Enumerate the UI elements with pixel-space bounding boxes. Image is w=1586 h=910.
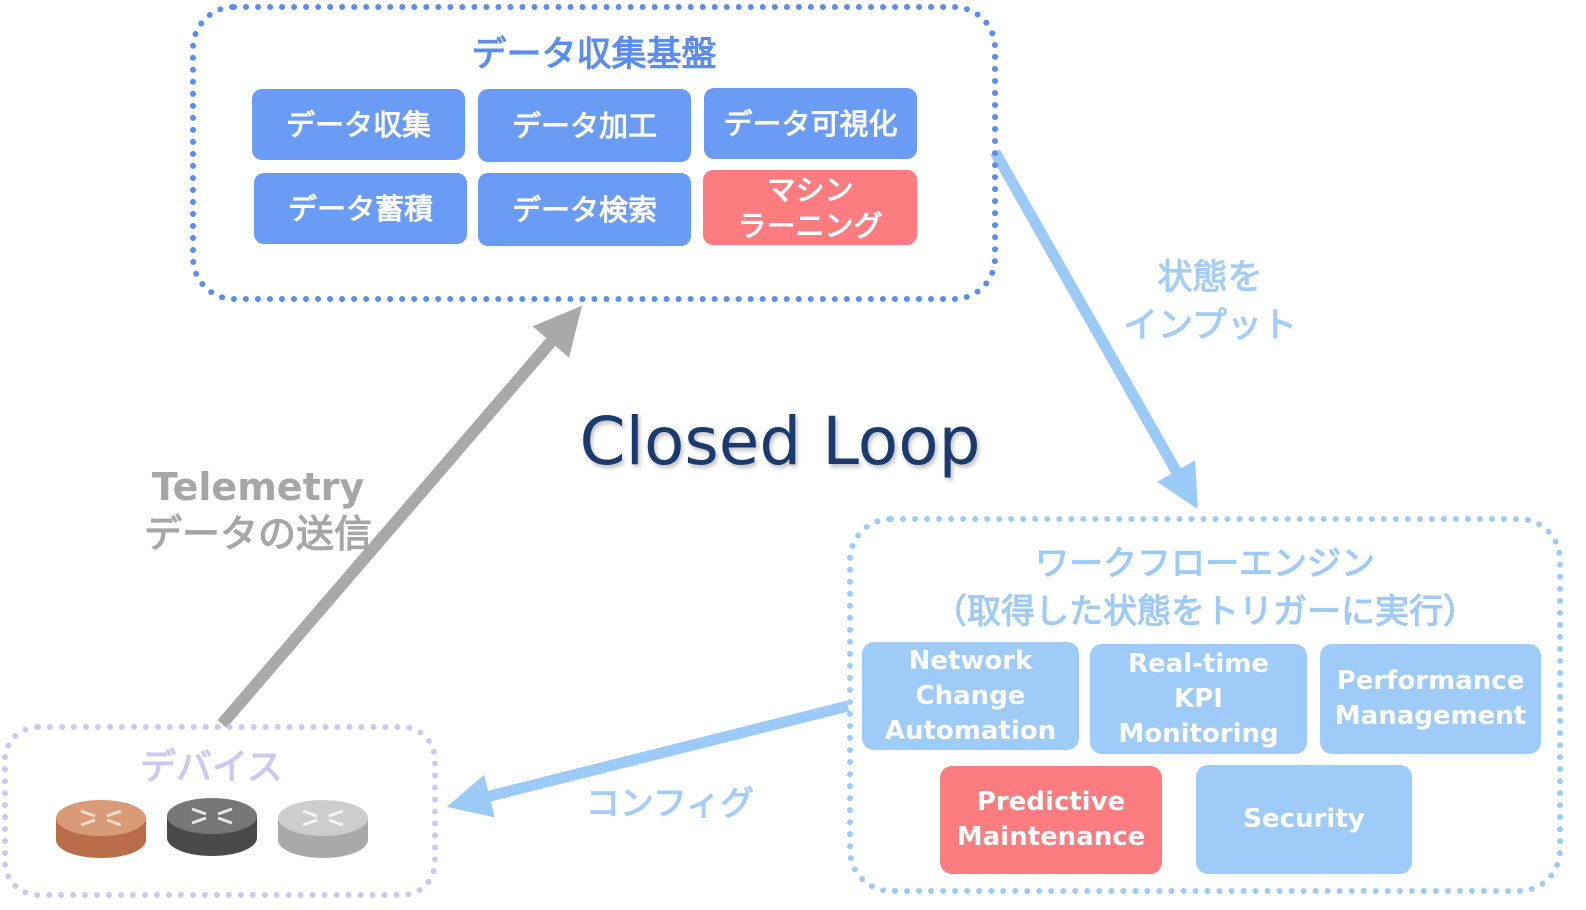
devices-group [2, 724, 438, 898]
module-data-collection[interactable]: データ収集 [252, 89, 465, 160]
module-network-change-automation[interactable]: Network Change Automation [862, 642, 1079, 750]
module-security[interactable]: Security [1196, 765, 1412, 874]
module-predictive-maintenance[interactable]: Predictive Maintenance [940, 766, 1162, 874]
module-data-visualization[interactable]: データ可視化 [704, 88, 917, 159]
module-realtime-kpi-monitoring[interactable]: Real-time KPI Monitoring [1090, 644, 1307, 754]
closed-loop-label: Closed Loop [579, 403, 981, 480]
config-label: コンフィグ [585, 784, 755, 824]
module-machine-learning[interactable]: マシン ラーニング [703, 170, 917, 245]
data-platform-title: データ収集基盤 [471, 35, 717, 75]
state-input-arrow [990, 149, 1198, 510]
module-data-processing[interactable]: データ加工 [478, 89, 691, 162]
telemetry-label: Telemetry データの送信 [143, 465, 372, 556]
module-performance-management[interactable]: Performance Management [1320, 644, 1541, 754]
workflow-engine-title: ワークフローエンジン [1035, 544, 1375, 584]
module-data-search[interactable]: データ検索 [478, 173, 691, 246]
workflow-engine-group [847, 516, 1563, 894]
router-icon [56, 800, 146, 858]
module-data-storage[interactable]: データ蓄積 [254, 173, 467, 244]
state-input-label: 状態を インプット [1123, 258, 1297, 346]
router-icon [167, 798, 257, 856]
workflow-engine-subtitle: （取得した状態をトリガーに実行） [933, 592, 1477, 632]
router-icon [278, 800, 368, 858]
data-platform-group [190, 4, 998, 302]
config-arrow [446, 700, 850, 818]
telemetry-arrow [217, 305, 583, 728]
devices-title: デバイス [140, 747, 283, 788]
